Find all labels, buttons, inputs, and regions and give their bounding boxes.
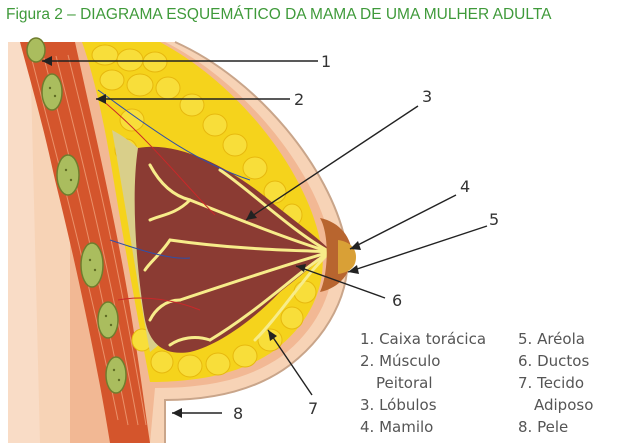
legend-item-4: 4. Mamilo [360,418,434,436]
legend-item-8: 8. Pele [518,418,569,436]
figure-title: Figura 2 – DIAGRAMA ESQUEMÁTICO DA MAMA … [6,6,552,23]
areola [320,218,352,292]
callout-8: 8 [233,404,243,423]
legend-item-2: 2. Músculo [360,352,441,370]
legend-item-7-cont: Adiposo [534,396,594,414]
callout-1: 1 [321,52,331,71]
fat-lobules [91,44,317,378]
callout-3: 3 [422,87,432,106]
chest-wall [8,42,40,443]
callout-4: 4 [460,177,470,196]
leader-arrows [42,56,361,418]
blood-vessels [97,89,251,311]
legend-item-2-cont: Peitoral [376,374,433,392]
pectoral-muscle [20,42,150,443]
callout-6: 6 [392,291,402,310]
legend-item-3: 3. Lóbulos [360,396,437,414]
rib-dots [48,86,121,382]
callout-2: 2 [294,90,304,109]
legend-item-5: 5. Aréola [518,330,585,348]
legend-item-6: 6. Ductos [518,352,590,370]
legend-item-7: 7. Tecido [518,374,585,392]
legend-column-1: 1. Caixa torácica 2. Músculo Peitoral 3.… [360,328,486,438]
legend-column-2: 5. Aréola 6. Ductos 7. Tecido Adiposo 8.… [518,328,593,438]
legend-item-1: 1. Caixa torácica [360,330,487,348]
ducts [143,163,332,347]
ribs [26,37,127,394]
callout-7: 7 [308,399,318,418]
callout-5: 5 [489,210,499,229]
